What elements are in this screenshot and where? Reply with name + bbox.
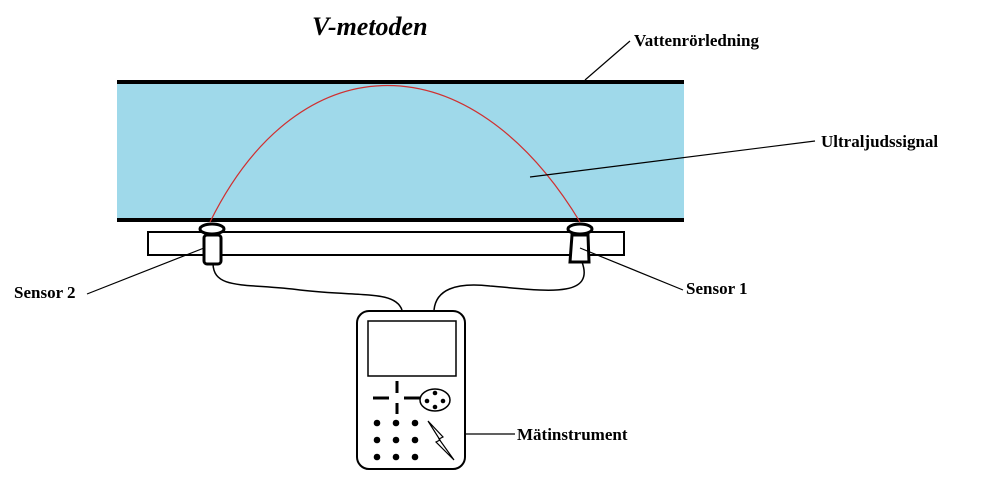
sensor-1-body-icon (568, 233, 591, 264)
instrument-label: Mätinstrument (517, 425, 628, 444)
nav-button-cluster-icon (419, 388, 451, 412)
instrument-screen (367, 320, 457, 377)
dpad-icon (373, 381, 420, 414)
sensor-2-body-icon (202, 233, 223, 266)
cable-sensor-2 (212, 263, 403, 311)
leader-line-pipe (584, 40, 631, 81)
leader-line-sensor-1 (579, 247, 684, 291)
cable-sensor-1 (433, 261, 585, 311)
leader-line-signal (529, 140, 816, 178)
sensor-1 (566, 222, 594, 264)
lightning-icon (427, 420, 455, 461)
sensor-1-head-icon (566, 222, 594, 236)
keypad (373, 419, 419, 461)
ultrasound-signal-path (209, 85, 581, 223)
measuring-instrument (356, 310, 466, 470)
sensor-mounting-rail (147, 231, 625, 256)
diagram-title: V-metoden (312, 12, 428, 41)
water-body (117, 82, 684, 220)
leader-line-sensor-2 (86, 247, 205, 295)
signal-label: Ultraljudssignal (821, 132, 938, 151)
sensor-1-label: Sensor 1 (686, 279, 748, 298)
sensor-2-head-icon (198, 222, 226, 236)
pipe-label: Vattenrörledning (634, 31, 759, 50)
sensor-2 (198, 222, 226, 266)
sensor-2-label: Sensor 2 (14, 283, 76, 302)
